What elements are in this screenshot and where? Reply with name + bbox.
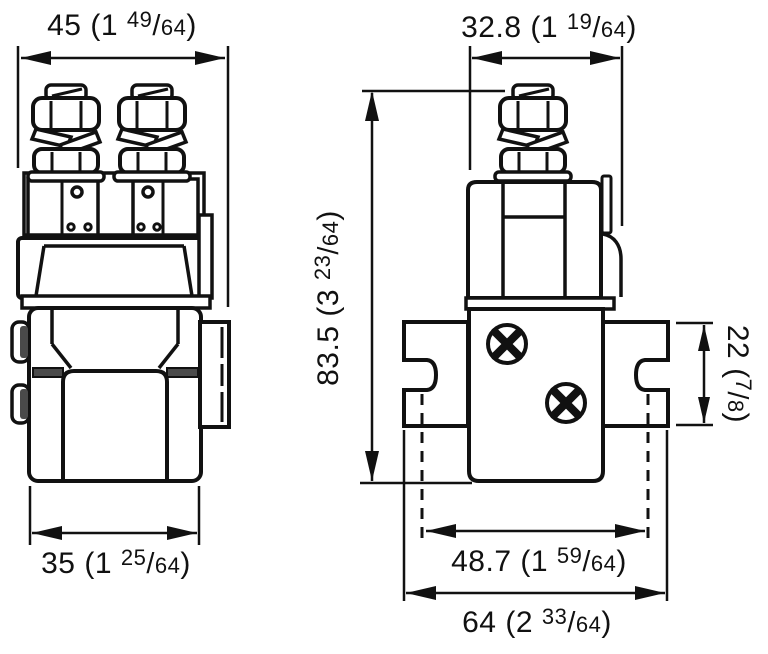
dimension-label-side-width-top: 32.8 (1 19/64) bbox=[461, 9, 637, 45]
fraction-slash: / bbox=[146, 548, 155, 580]
phillips-screw-icon bbox=[545, 382, 587, 424]
closing-paren: ) bbox=[186, 9, 197, 42]
terminal-stud-side bbox=[493, 83, 573, 183]
dim-value: 64 (2 bbox=[462, 606, 542, 639]
mounting-flange-right bbox=[601, 320, 670, 428]
fraction-slash: / bbox=[592, 12, 601, 44]
fraction-numerator: 19 bbox=[566, 9, 593, 34]
fraction-numerator: 23 bbox=[310, 254, 335, 281]
closing-paren: ) bbox=[180, 547, 191, 580]
dimension-label-front-width-bottom: 35 (1 25/64) bbox=[41, 545, 191, 581]
side-curved-flange bbox=[602, 232, 623, 297]
fraction-denominator: 64 bbox=[318, 220, 343, 247]
dim-front-width-top bbox=[16, 46, 230, 307]
fraction-numerator: 49 bbox=[126, 7, 153, 32]
dim-overall-width bbox=[402, 430, 669, 601]
fraction-numerator: 59 bbox=[556, 543, 583, 568]
dim-value: 32.8 (1 bbox=[461, 11, 567, 44]
closing-paren: ) bbox=[721, 412, 754, 424]
mounting-tab-bottom bbox=[10, 383, 31, 425]
dim-overall-height bbox=[360, 89, 505, 485]
fraction-slash: / bbox=[721, 391, 753, 400]
dimension-label-front-width-top: 45 (1 49/64) bbox=[47, 7, 197, 43]
fraction-numerator: 7 bbox=[731, 378, 756, 392]
dim-slot-spacing bbox=[420, 394, 650, 545]
closing-paren: ) bbox=[626, 11, 637, 44]
fraction-denominator: 64 bbox=[575, 612, 602, 637]
fraction-denominator: 64 bbox=[154, 553, 181, 578]
dim-side-width-top bbox=[468, 46, 624, 226]
side-bracket-edge bbox=[198, 320, 231, 429]
aux-blade-terminal bbox=[600, 174, 613, 235]
dimension-label-overall-height: 83.5 (3 23/64) bbox=[310, 210, 346, 386]
lower-body bbox=[27, 306, 203, 483]
dimension-label-slot-spacing: 48.7 (1 59/64) bbox=[451, 543, 627, 579]
dim-value: 35 (1 bbox=[41, 547, 121, 580]
fraction-slash: / bbox=[582, 546, 591, 578]
dimension-annotations bbox=[16, 46, 713, 601]
closing-paren: ) bbox=[616, 545, 627, 578]
front-view bbox=[10, 83, 231, 483]
terminal-stud-right bbox=[112, 83, 192, 183]
mounting-tab-top bbox=[10, 320, 31, 364]
fraction-slash: / bbox=[567, 607, 576, 639]
dim-front-width-bottom bbox=[28, 486, 201, 545]
closing-paren: ) bbox=[601, 606, 612, 639]
dim-value: 22 ( bbox=[721, 324, 754, 379]
closing-paren: ) bbox=[312, 210, 345, 221]
fraction-slash: / bbox=[152, 10, 161, 42]
dim-value: 45 (1 bbox=[47, 9, 127, 42]
terminal-stud-left bbox=[26, 83, 106, 183]
side-body-upper bbox=[466, 180, 603, 300]
coil-housing-upper bbox=[16, 236, 210, 300]
phillips-screw-icon bbox=[486, 323, 528, 365]
dim-flange-height bbox=[676, 321, 713, 427]
fraction-denominator: 64 bbox=[590, 551, 617, 576]
dimension-label-overall-width: 64 (2 33/64) bbox=[462, 604, 612, 640]
fraction-numerator: 25 bbox=[120, 545, 147, 570]
fraction-denominator: 8 bbox=[723, 399, 748, 413]
dim-value: 48.7 (1 bbox=[451, 545, 557, 578]
fraction-denominator: 64 bbox=[160, 15, 187, 40]
mounting-flange-left bbox=[402, 320, 470, 428]
fraction-slash: / bbox=[313, 246, 345, 255]
side-view bbox=[402, 83, 670, 483]
fraction-denominator: 64 bbox=[600, 17, 627, 42]
side-plate-upper bbox=[197, 213, 214, 300]
dimension-label-flange-height: 22 (7/8) bbox=[720, 325, 756, 423]
fraction-numerator: 33 bbox=[541, 604, 568, 629]
dim-value: 83.5 (3 bbox=[312, 280, 345, 386]
